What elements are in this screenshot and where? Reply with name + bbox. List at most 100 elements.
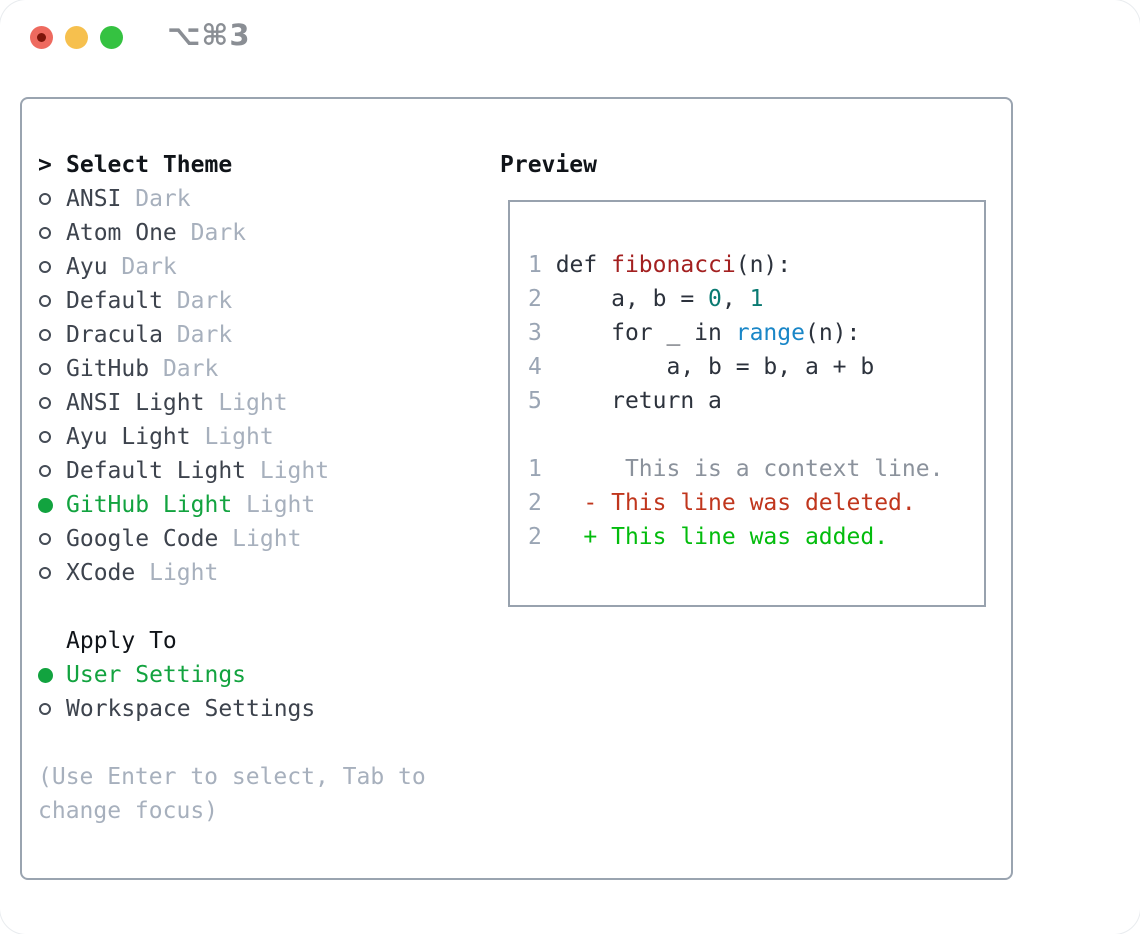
code-line xyxy=(528,418,943,452)
theme-variant: Light xyxy=(218,526,302,552)
code-token: This is a context line. xyxy=(541,456,944,482)
code-line: 2 - This line was deleted. xyxy=(528,486,943,520)
zoom-button[interactable] xyxy=(100,26,123,49)
radio-unselected-icon xyxy=(39,261,51,273)
radio-unselected-icon xyxy=(39,329,51,341)
theme-name: Atom One xyxy=(66,220,177,246)
code-line: 2 + This line was added. xyxy=(528,520,943,554)
radio-unselected-icon xyxy=(39,703,51,715)
code-token: a, b = xyxy=(541,286,709,312)
theme-variant: Dark xyxy=(149,356,219,382)
code-token: 0 xyxy=(708,286,722,312)
theme-name: GitHub Light xyxy=(66,492,233,518)
theme-option-ansi[interactable]: ANSI Dark xyxy=(38,182,426,216)
hint-line-1: (Use Enter to select, Tab to xyxy=(38,764,426,790)
close-dot-icon xyxy=(37,33,46,42)
code-token: , xyxy=(721,286,750,312)
window-title-shortcut: ⌥⌘3 xyxy=(167,18,251,52)
theme-option-dracula[interactable]: Dracula Dark xyxy=(38,318,426,352)
theme-option-github-light[interactable]: GitHub Light Light xyxy=(38,488,426,522)
apply-to-header-row: Apply To xyxy=(38,624,426,658)
theme-name: Dracula xyxy=(66,322,163,348)
theme-name: Default Light xyxy=(66,458,247,484)
radio-unselected-icon xyxy=(39,397,51,409)
theme-variant: Light xyxy=(246,458,330,484)
theme-option-google-code[interactable]: Google Code Light xyxy=(38,522,426,556)
theme-name: GitHub xyxy=(66,356,150,382)
theme-option-xcode[interactable]: XCode Light xyxy=(38,556,426,590)
code-token: range xyxy=(735,320,805,346)
theme-name: ANSI Light xyxy=(66,390,205,416)
theme-variant: Light xyxy=(190,424,274,450)
code-token: def xyxy=(541,252,612,278)
close-button[interactable] xyxy=(30,26,53,49)
radio-unselected-icon xyxy=(39,193,51,205)
code-token: + This line was added. xyxy=(541,524,889,550)
radio-cell xyxy=(38,363,66,375)
radio-cell xyxy=(38,667,66,683)
select-theme-header-row: > Select Theme xyxy=(38,148,426,182)
radio-unselected-icon xyxy=(39,567,51,579)
radio-cell xyxy=(38,533,66,545)
code-token: - This line was deleted. xyxy=(541,490,916,516)
radio-cell xyxy=(38,261,66,273)
radio-cell xyxy=(38,227,66,239)
theme-variant: Dark xyxy=(162,322,233,348)
radio-unselected-icon xyxy=(39,363,51,375)
spacer xyxy=(38,726,426,760)
radio-cell xyxy=(38,295,66,307)
theme-variant: Dark xyxy=(176,220,247,246)
theme-option-github[interactable]: GitHub Dark xyxy=(38,352,426,386)
radio-cell xyxy=(38,465,66,477)
code-token: 1 xyxy=(749,286,764,312)
apply-option-user-settings[interactable]: User Settings xyxy=(38,658,426,692)
radio-cell xyxy=(38,193,66,205)
theme-name: Google Code xyxy=(66,526,219,552)
code-token: (n): xyxy=(735,252,792,278)
line-number: 5 xyxy=(528,388,542,414)
code-line: 1 def fibonacci(n): xyxy=(528,248,943,282)
theme-name: ANSI xyxy=(66,186,122,212)
code-token: fibonacci xyxy=(611,252,736,278)
code-token: return a xyxy=(541,388,722,414)
code-line: 4 a, b = b, a + b xyxy=(528,350,943,384)
apply-option-label: Workspace Settings xyxy=(66,696,316,722)
apply-to-title: Apply To xyxy=(66,628,177,654)
apply-option-label: User Settings xyxy=(66,662,247,688)
theme-option-ayu[interactable]: Ayu Dark xyxy=(38,250,426,284)
selection-caret-icon: > xyxy=(38,152,52,178)
theme-variant: Light xyxy=(135,560,219,586)
radio-cell xyxy=(38,329,66,341)
code-token: for _ in xyxy=(541,320,736,346)
hint-line-2: change focus) xyxy=(38,798,219,824)
theme-option-atom-one[interactable]: Atom One Dark xyxy=(38,216,426,250)
radio-unselected-icon xyxy=(39,227,51,239)
code-line: 3 for _ in range(n): xyxy=(528,316,943,350)
spacer xyxy=(38,590,426,624)
radio-unselected-icon xyxy=(39,431,51,443)
theme-variant: Dark xyxy=(121,186,191,212)
theme-option-ayu-light[interactable]: Ayu Light Light xyxy=(38,420,426,454)
radio-cell xyxy=(38,567,66,579)
code-line: 5 return a xyxy=(528,384,943,418)
theme-variant: Dark xyxy=(162,288,233,314)
theme-option-default[interactable]: Default Dark xyxy=(38,284,426,318)
code-line: 1 This is a context line. xyxy=(528,452,943,486)
theme-variant: Dark xyxy=(107,254,177,280)
theme-variant: Light xyxy=(204,390,288,416)
theme-name: Default xyxy=(66,288,163,314)
code-line: 2 a, b = 0, 1 xyxy=(528,282,943,316)
radio-cell xyxy=(38,431,66,443)
line-number: 3 xyxy=(528,320,542,346)
theme-name: Ayu xyxy=(66,254,108,280)
radio-cell xyxy=(38,397,66,409)
apply-option-workspace-settings[interactable]: Workspace Settings xyxy=(38,692,426,726)
theme-option-ansi-light[interactable]: ANSI Light Light xyxy=(38,386,426,420)
radio-cell xyxy=(38,703,66,715)
theme-option-default-light[interactable]: Default Light Light xyxy=(38,454,426,488)
minimize-button[interactable] xyxy=(65,26,88,49)
radio-unselected-icon xyxy=(39,295,51,307)
